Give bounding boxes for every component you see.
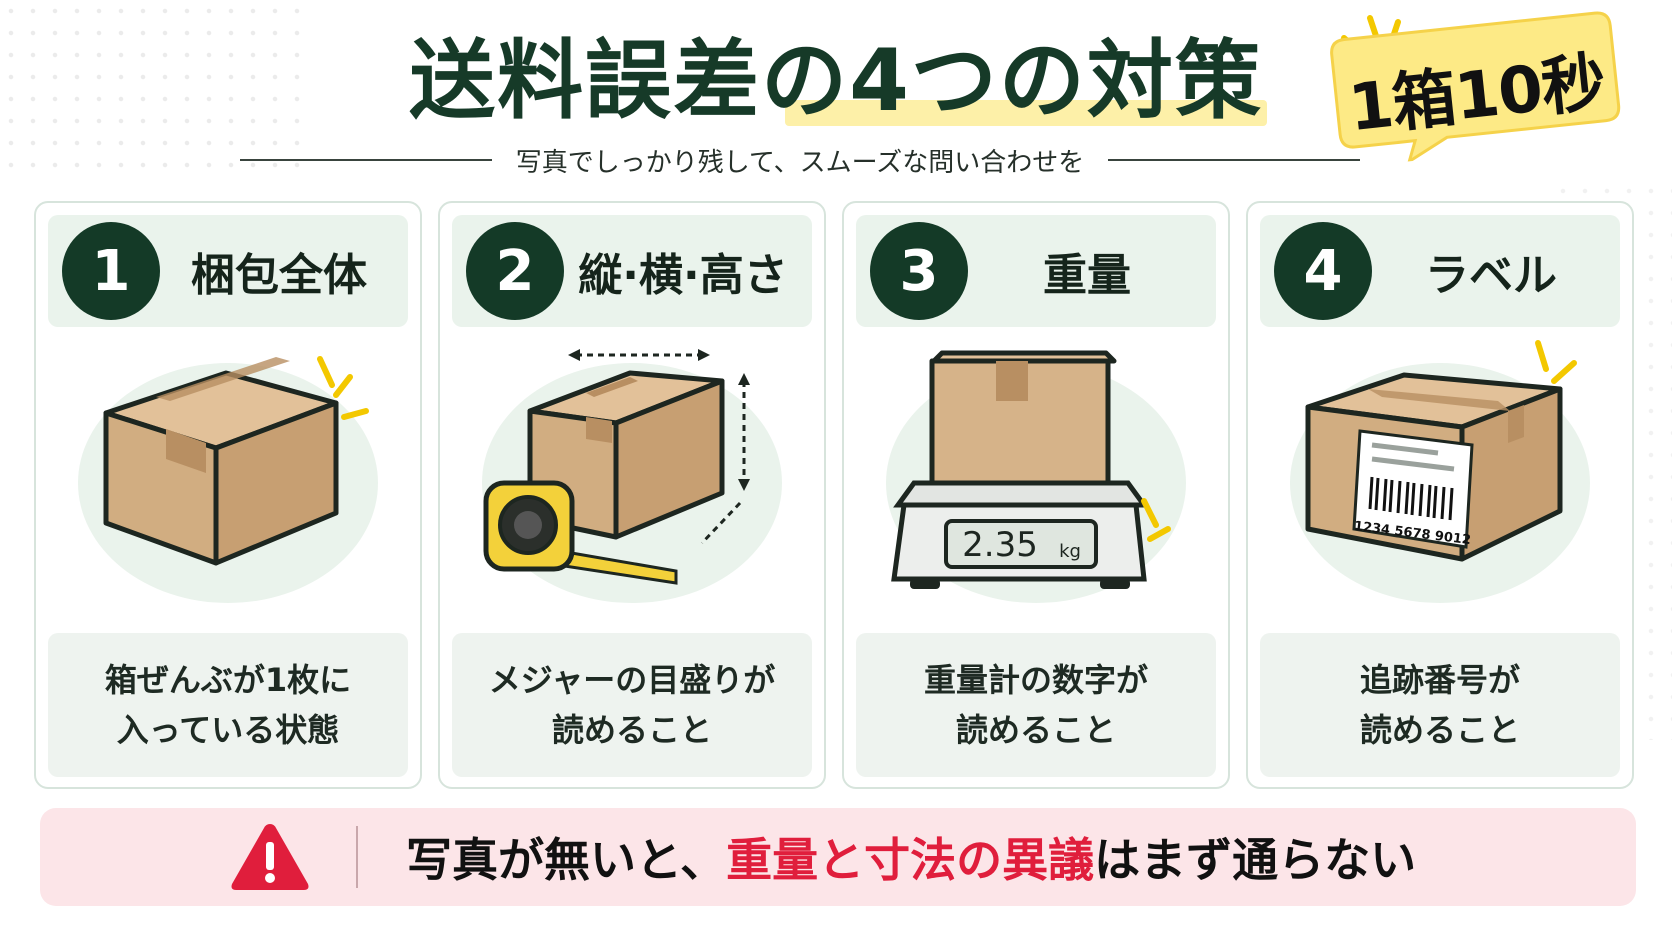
card-title: ラベル — [1425, 250, 1557, 301]
step-number: 1 — [62, 222, 160, 320]
card-label: 4 ラベル 1234 5678 9012 — [1246, 201, 1634, 789]
card-description: メジャーの目盛りが 読めること — [452, 633, 812, 777]
scale-with-box-icon: 2.35 kg — [886, 350, 1186, 603]
speech-bubble-icon — [1330, 11, 1621, 165]
card-title: 縦·横·高さ — [578, 250, 788, 301]
card-description: 追跡番号が 読めること — [1260, 633, 1620, 777]
header: 送料誤差の4つの対策 — [0, 26, 1672, 136]
card-weight: 3 重量 2.35 kg 重量計の数字が 読めること — [842, 201, 1230, 789]
subtitle: 写真でしっかり残して、スムーズな問い合わせを — [515, 147, 1085, 178]
card-header: 1 梱包全体 — [48, 215, 408, 327]
time-badge: 1箱10秒 — [1326, 7, 1626, 168]
background-dot-pattern — [0, 0, 300, 180]
card-description: 重量計の数字が 読めること — [856, 633, 1216, 777]
cards-grid: 1 梱包全体 箱ぜんぶが1枚に 入っている状態 2 縦 — [34, 201, 1634, 791]
scale-unit: kg — [1059, 541, 1081, 562]
step-number: 3 — [870, 222, 968, 320]
warning-divider — [356, 826, 358, 888]
warning-banner: 写真が無いと、重量と寸法の異議はまず通らない — [40, 808, 1636, 906]
package-box-icon — [78, 356, 378, 603]
card-header: 4 ラベル — [1260, 215, 1620, 327]
step-number: 4 — [1274, 222, 1372, 320]
divider-right — [1108, 159, 1360, 161]
card-description: 箱ぜんぶが1枚に 入っている状態 — [48, 633, 408, 777]
scale-reading: 2.35 — [962, 525, 1038, 565]
card-header: 3 重量 — [856, 215, 1216, 327]
step-number: 2 — [466, 222, 564, 320]
page-title: 送料誤差の4つの対策 — [409, 26, 1267, 136]
card-overall-package: 1 梱包全体 箱ぜんぶが1枚に 入っている状態 — [34, 201, 422, 789]
card-title: 梱包全体 — [191, 250, 367, 301]
card-dimensions: 2 縦·横·高さ — [438, 201, 826, 789]
warning-emphasis: 重量と寸法の異議 — [726, 833, 1095, 887]
warning-icon — [231, 824, 309, 890]
warning-text: 写真が無いと、重量と寸法の異議はまず通らない — [406, 833, 1417, 887]
card-title: 重量 — [1043, 250, 1131, 301]
tape-measure-box-icon — [482, 349, 782, 603]
divider-left — [240, 159, 492, 161]
shipping-label-box-icon: 1234 5678 9012 — [1290, 340, 1590, 603]
card-header: 2 縦·横·高さ — [452, 215, 812, 327]
subtitle-row: 写真でしっかり残して、スムーズな問い合わせを — [240, 140, 1360, 180]
